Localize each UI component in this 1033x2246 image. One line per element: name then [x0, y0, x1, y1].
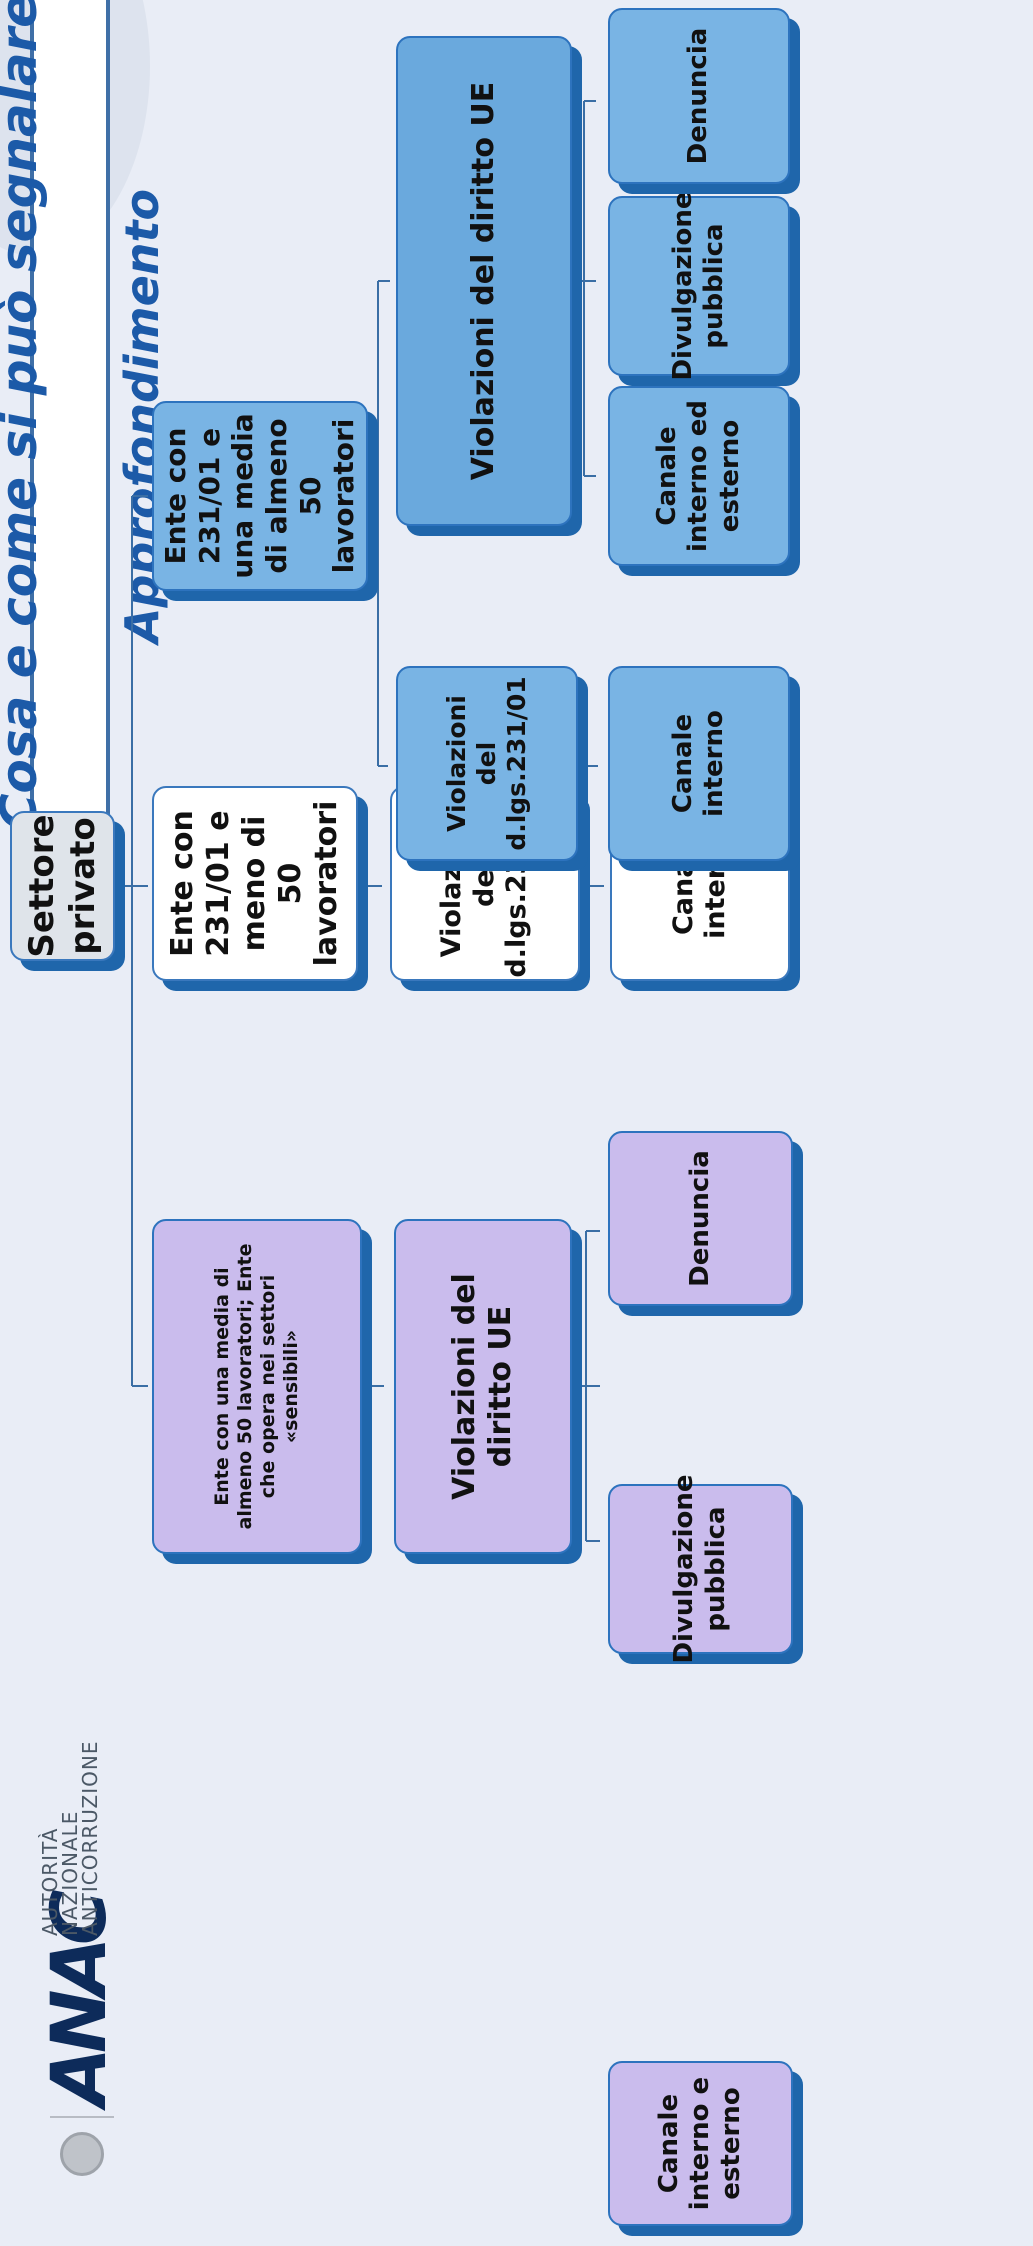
violation-label-3a: Violazioni del d.lgs.231/01: [442, 676, 531, 851]
channel-node-3c: Divulgazione pubblica: [608, 191, 790, 381]
entity-label-3: Ente con 231/01 e una media di almeno 50…: [159, 413, 361, 579]
channel-node-1c: Denuncia: [608, 1131, 793, 1306]
channel-label-3a: Canale interno: [667, 710, 729, 817]
channel-label-1b: Divulgazione pubblica: [669, 1474, 731, 1664]
channel-label-1c: Denuncia: [684, 1150, 715, 1287]
channel-label-3d: Denuncia: [683, 27, 714, 165]
channel-node-1a: Canale interno e esterno: [608, 2061, 793, 2226]
entity-label-1: Ente con una media di almeno 50 lavorato…: [211, 1243, 302, 1530]
channel-label-3c: Divulgazione pubblica: [667, 191, 729, 381]
channel-node-3b: Canale interno ed esterno: [608, 386, 790, 566]
entity-node-1: Ente con una media di almeno 50 lavorato…: [152, 1219, 362, 1554]
channel-label-1a: Canale interno e esterno: [653, 2076, 747, 2211]
violation-label-3b: Violazioni del diritto UE: [466, 81, 501, 481]
violation-node-3b: Violazioni del diritto UE: [396, 36, 572, 526]
root-node-settore-privato: Settore privato: [10, 811, 115, 961]
violation-label-1: Violazioni del diritto UE: [447, 1273, 518, 1500]
violation-node-3a: Violazioni del d.lgs.231/01: [396, 666, 578, 861]
channel-label-3b: Canale interno ed esterno: [652, 400, 745, 552]
channel-node-3d: Denuncia: [608, 8, 790, 184]
root-label: Settore privato: [21, 814, 103, 958]
channel-node-3a: Canale interno: [608, 666, 790, 861]
entity-label-2: Ente con 231/01 e meno di 50 lavoratori: [165, 800, 344, 967]
violation-node-1: Violazioni del diritto UE: [394, 1219, 572, 1554]
channel-node-1b: Divulgazione pubblica: [608, 1474, 793, 1664]
entity-node-3: Ente con 231/01 e una media di almeno 50…: [152, 401, 368, 591]
entity-node-2: Ente con 231/01 e meno di 50 lavoratori: [152, 786, 358, 981]
